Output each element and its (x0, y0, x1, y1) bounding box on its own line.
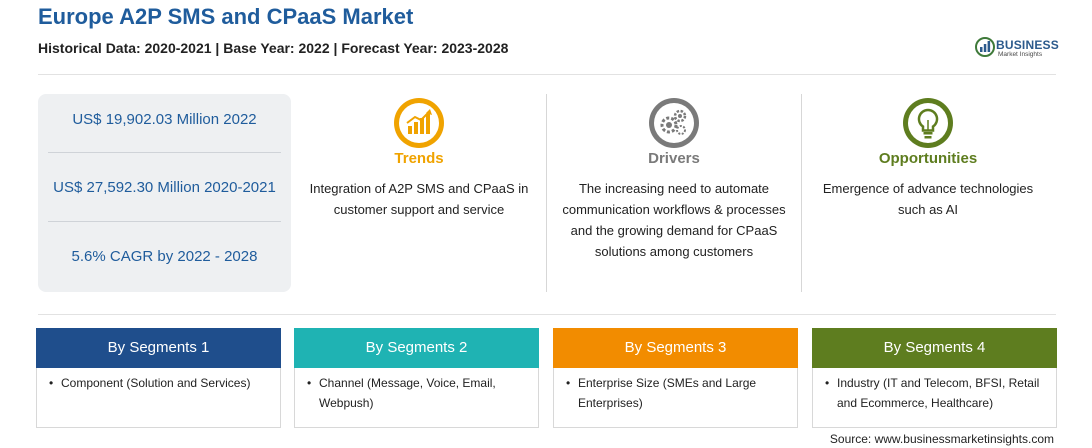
segment-1-header[interactable]: By Segments 1 (36, 328, 281, 368)
segment-4-header[interactable]: By Segments 4 (812, 328, 1057, 368)
globe-logo-icon (975, 37, 995, 57)
segment-4-body: • Industry (IT and Telecom, BFSI, Retail… (812, 368, 1057, 428)
trend-chart-icon (394, 98, 444, 148)
opportunities-text: Emergence of advance technologies such a… (822, 181, 1034, 217)
lightbulb-icon (903, 98, 953, 148)
column-divider (546, 94, 547, 292)
column-divider (801, 94, 802, 292)
segment-card-2: By Segments 2 • Channel (Message, Voice,… (294, 328, 539, 428)
segment-1-body: • Component (Solution and Services) (36, 368, 281, 428)
drivers-heading: Drivers (648, 150, 700, 167)
stat-divider (48, 221, 281, 222)
trends-text: Integration of A2P SMS and CPaaS in cust… (309, 181, 529, 217)
segment-2-body: • Channel (Message, Voice, Email, Webpus… (294, 368, 539, 428)
business-market-insights-logo[interactable]: BUSINESS Market Insights (974, 34, 1064, 62)
trends-heading: Trends (394, 150, 444, 167)
source-credit: Source: www.businessmarketinsights.com (829, 432, 1054, 446)
bullet: • (49, 376, 54, 390)
section-divider (38, 314, 1056, 315)
drivers-text: The increasing need to automate communic… (562, 181, 786, 259)
segment-3-body: • Enterprise Size (SMEs and Large Enterp… (553, 368, 798, 428)
stat-divider (48, 152, 281, 153)
segment-3-text: Enterprise Size (SMEs and Large Enterpri… (578, 376, 757, 410)
segment-1-text: Component (Solution and Services) (61, 376, 251, 390)
segment-card-1: By Segments 1 • Component (Solution and … (36, 328, 281, 428)
logo-tagline: Market Insights (998, 51, 1043, 58)
header-divider (38, 74, 1056, 75)
opportunities-heading: Opportunities (878, 150, 978, 167)
segment-2-text: Channel (Message, Voice, Email, Webpush) (319, 376, 496, 410)
segment-4-text: Industry (IT and Telecom, BFSI, Retail a… (837, 376, 1040, 410)
page-title: Europe A2P SMS and CPaaS Market (38, 4, 414, 29)
stat-market-size-2022: US$ 19,902.03 Million 2022 (72, 111, 257, 128)
trends-column: Trends Integration of A2P SMS and CPaaS … (304, 94, 534, 294)
market-stats-panel: US$ 19,902.03 Million 2022 US$ 27,592.30… (38, 94, 291, 292)
bullet: • (825, 376, 830, 390)
logo-wordmark: BUSINESS (996, 38, 1059, 52)
bullet: • (566, 376, 571, 390)
stat-cagr: 5.6% CAGR by 2022 - 2028 (71, 248, 258, 265)
segment-card-3: By Segments 3 • Enterprise Size (SMEs an… (553, 328, 798, 428)
segment-2-header[interactable]: By Segments 2 (294, 328, 539, 368)
segment-3-header[interactable]: By Segments 3 (553, 328, 798, 368)
opportunities-column: Opportunities Emergence of advance techn… (813, 94, 1043, 294)
gears-icon (649, 98, 699, 148)
stat-market-size-historical: US$ 27,592.30 Million 2020-2021 (53, 179, 276, 196)
segment-card-4: By Segments 4 • Industry (IT and Telecom… (812, 328, 1057, 428)
drivers-column: Drivers The increasing need to automate … (559, 94, 789, 294)
bullet: • (307, 376, 312, 390)
page-subtitle: Historical Data: 2020-2021 | Base Year: … (38, 40, 509, 56)
